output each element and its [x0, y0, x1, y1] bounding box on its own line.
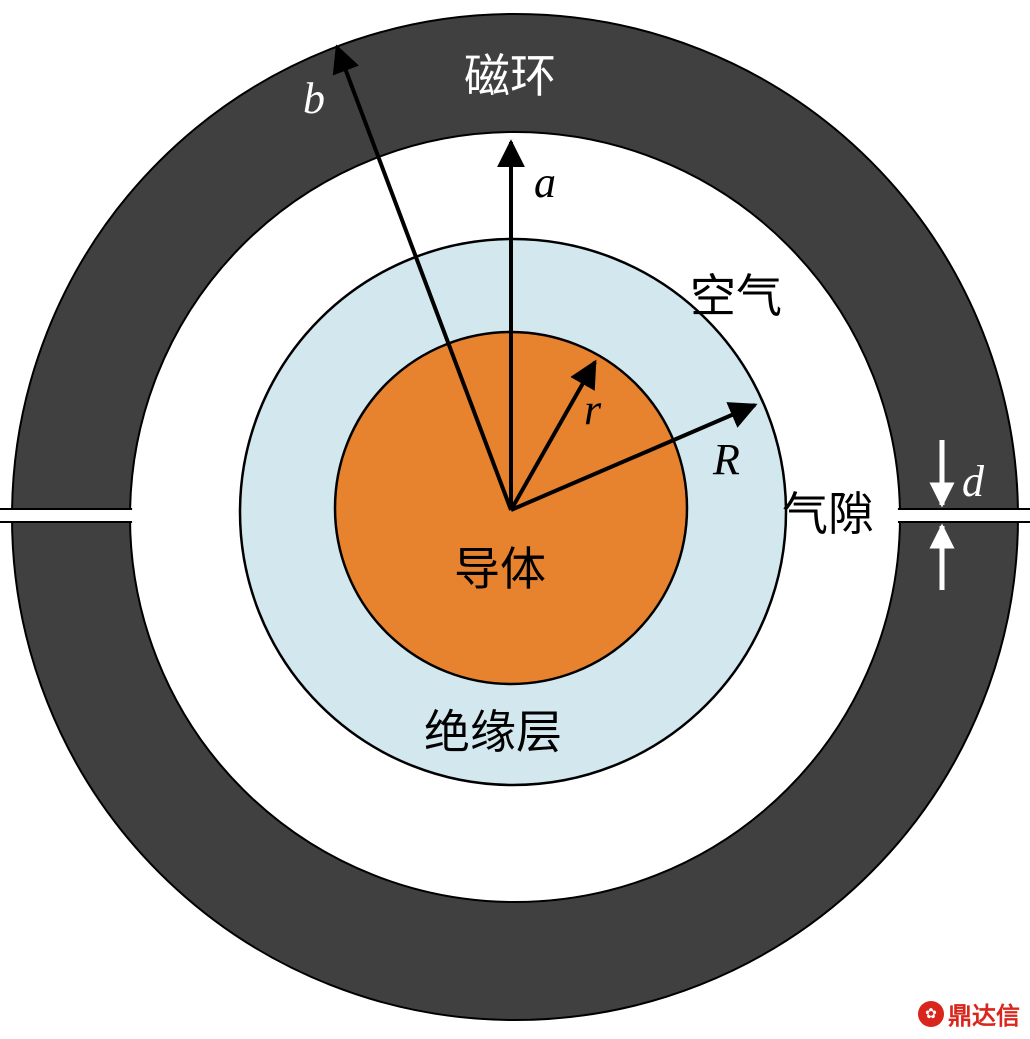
watermark-text: 鼎达信 — [948, 1002, 1020, 1030]
label-air-gap: 气隙 — [782, 487, 874, 541]
label-var-R: R — [712, 435, 740, 484]
watermark: ✿ 鼎达信 — [918, 996, 1020, 1031]
label-var-a: a — [534, 158, 556, 207]
label-conductor: 导体 — [454, 542, 546, 596]
label-air: 空气 — [690, 269, 782, 323]
radius-R-arrow — [510, 402, 758, 512]
watermark-seal-icon: ✿ — [918, 1000, 944, 1027]
label-var-b: b — [303, 74, 325, 123]
label-insulation: 绝缘层 — [424, 705, 562, 759]
radius-b-arrow — [332, 44, 513, 511]
label-magnetic-ring: 磁环 — [464, 49, 556, 103]
radius-r-arrow — [509, 359, 597, 511]
label-var-r: r — [584, 385, 602, 434]
label-var-d: d — [962, 457, 985, 506]
